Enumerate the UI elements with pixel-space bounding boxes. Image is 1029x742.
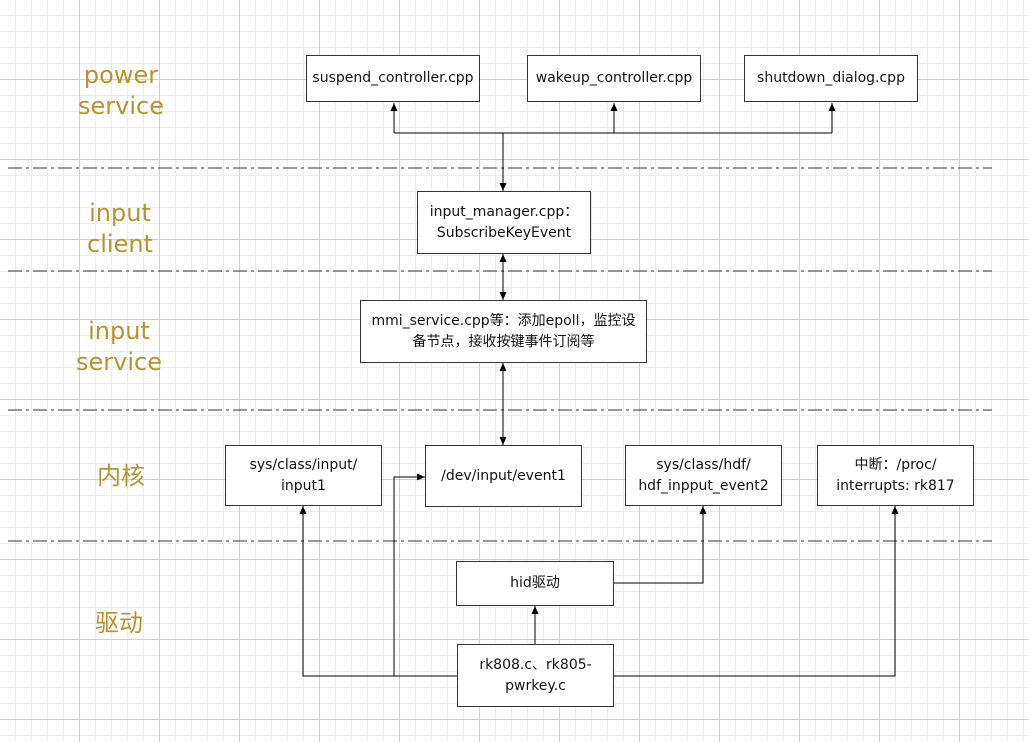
layer-label-input-client: input client — [40, 198, 200, 260]
node-sys-class-input: sys/class/input/ input1 — [225, 445, 382, 506]
node-text-line: 中断：/proc/ — [854, 457, 937, 474]
node-text-line: /dev/input/event1 — [441, 467, 566, 484]
node-sys-class-hdf: sys/class/hdf/ hdf_inpput_event2 — [625, 445, 782, 506]
node-suspend-controller: suspend_controller.cpp — [306, 55, 480, 102]
node-text-line: suspend_controller.cpp — [312, 70, 474, 87]
layer-label-line: input — [89, 199, 151, 227]
node-text-line: SubscribeKeyEvent — [436, 224, 572, 241]
node-text-line: interrupts: rk817 — [836, 477, 955, 494]
node-text-line: 备节点，接收按键事件订阅等 — [412, 333, 595, 350]
node-shutdown-dialog: shutdown_dialog.cpp — [744, 55, 918, 102]
layer-label-line: service — [78, 92, 164, 121]
layer-label-line: 内核 — [97, 462, 145, 490]
layer-label-input-service: input service — [39, 316, 199, 378]
node-text-line: wakeup_controller.cpp — [535, 70, 693, 87]
node-text-line: pwrkey.c — [505, 677, 566, 694]
layer-separators — [8, 167, 992, 542]
node-input-manager: input_manager.cpp： SubscribeKeyEvent — [417, 191, 591, 254]
layer-label-kernel: 内核 — [41, 461, 201, 492]
node-text-line: hdf_inpput_event2 — [638, 477, 769, 494]
node-text-line: sys/class/input/ — [249, 457, 358, 474]
node-dev-input-event1: /dev/input/event1 — [425, 445, 582, 507]
layer-label-line: power — [83, 61, 159, 89]
node-mmi-service: mmi_service.cpp等：添加epoll，监控设 备节点，接收按键事件订… — [360, 300, 647, 363]
node-text-line: input_manager.cpp： — [429, 204, 579, 221]
node-wakeup-controller: wakeup_controller.cpp — [527, 55, 701, 102]
layer-label-line: 驱动 — [95, 609, 143, 637]
node-hid-driver: hid驱动 — [456, 561, 614, 606]
arrow-rk808-to-interrupts — [614, 506, 899, 677]
arrow-rk808-to-dev-input — [393, 473, 425, 676]
layer-label-line: service — [76, 348, 162, 377]
layer-label-line: client — [87, 230, 153, 259]
layer-label-line: input — [88, 317, 150, 345]
layer-label-power-service: power service — [41, 60, 201, 122]
node-rk808-driver: rk808.c、rk805- pwrkey.c — [457, 644, 614, 707]
node-text-line: shutdown_dialog.cpp — [757, 70, 905, 87]
node-text-line: hid驱动 — [510, 575, 560, 592]
node-text-line: sys/class/hdf/ — [656, 457, 751, 474]
node-interrupts: 中断：/proc/ interrupts: rk817 — [817, 445, 974, 506]
node-text-line: mmi_service.cpp等：添加epoll，监控设 — [371, 313, 636, 330]
layer-label-driver: 驱动 — [39, 608, 199, 639]
node-text-line: rk808.c、rk805- — [479, 657, 592, 674]
arrow-hid-to-hdf — [614, 506, 707, 584]
node-text-line: input1 — [281, 477, 326, 494]
arrow-rk808-to-sys-input — [299, 506, 457, 677]
